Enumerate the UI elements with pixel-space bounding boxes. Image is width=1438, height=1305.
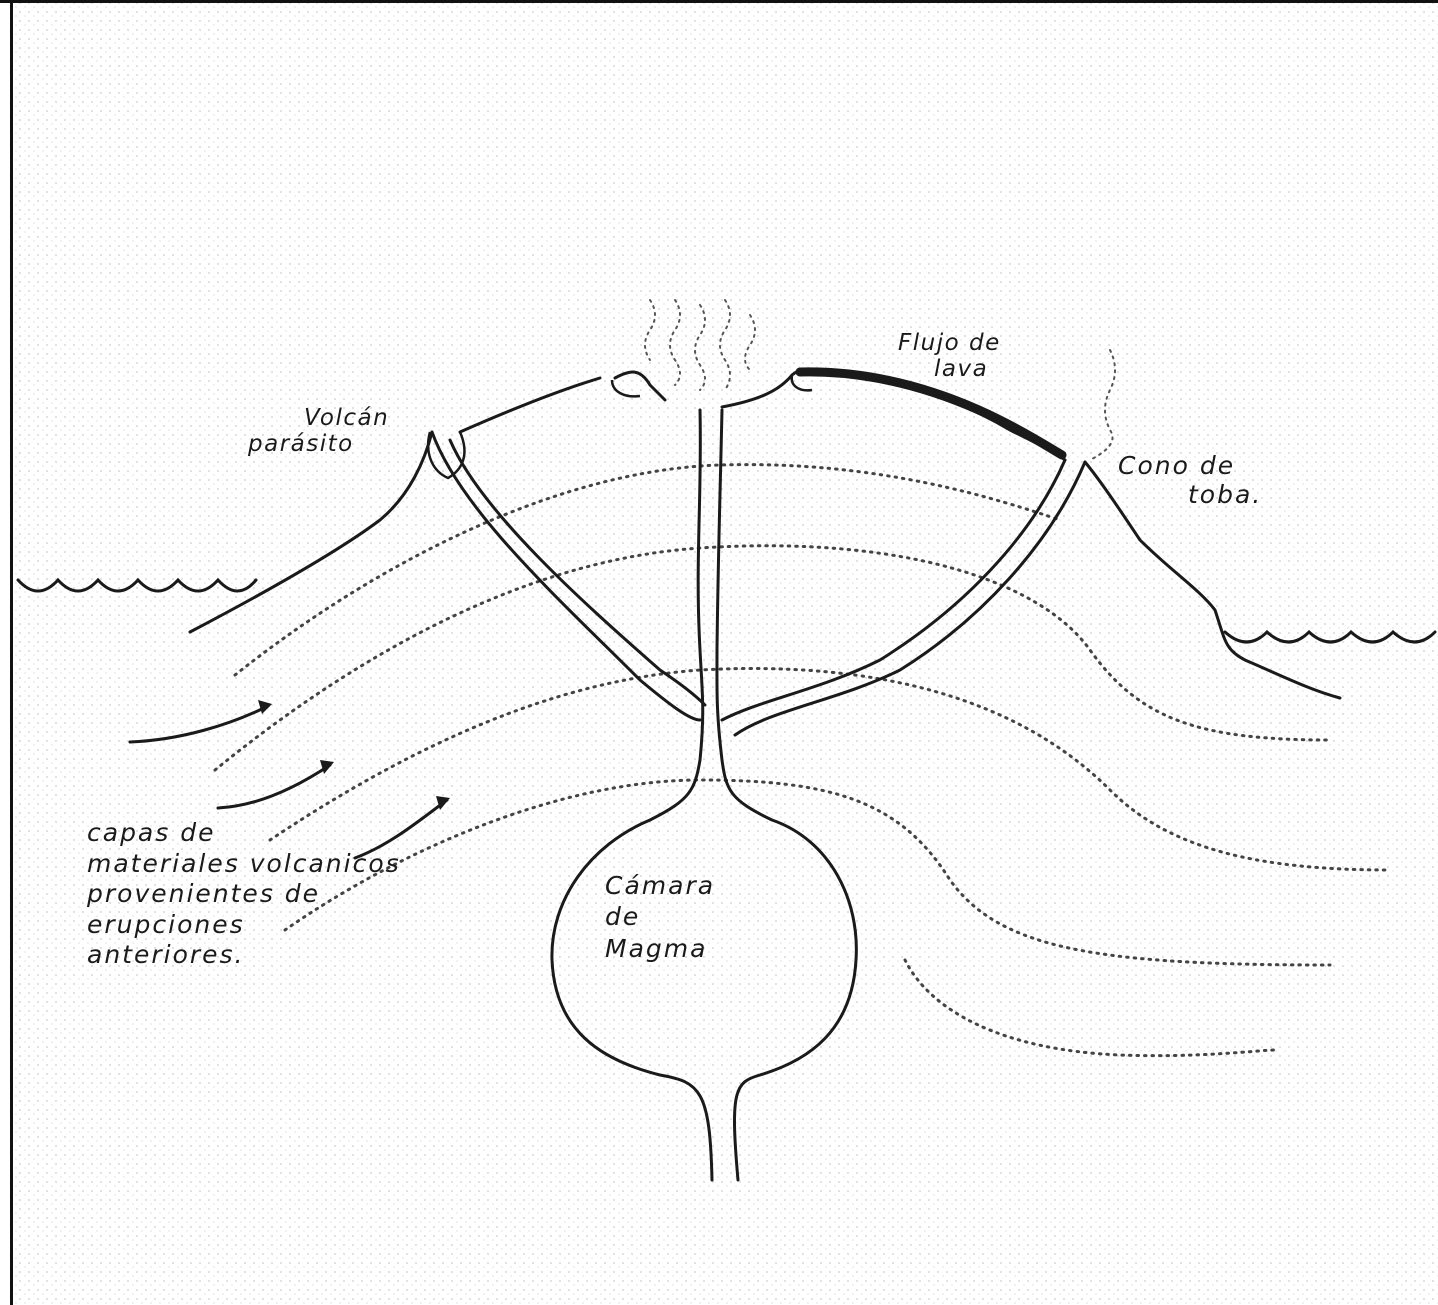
label-tuff-cone: Cono de toba. [1118,452,1262,510]
parasitic-volcano-line-1: Volcán [248,405,389,431]
magma-chamber-line-1: Cámara [605,870,715,901]
tuff-cone-line-1: Cono de [1118,452,1262,481]
label-parasitic-volcano: Volcán parásito [248,405,389,458]
magma-chamber-line-2: de [605,901,715,932]
parasitic-volcano-line-2: parásito [248,431,389,457]
paper-speckle [13,3,1438,1305]
tuff-cone-line-2: toba. [1118,481,1262,510]
volcanic-layers-line-5: anteriores. [87,940,401,971]
label-lava-flow: Flujo de lava [898,330,1001,383]
label-volcanic-layers: capas de materiales volcanicos provenien… [87,818,401,971]
volcanic-layers-line-4: erupciones [87,910,401,941]
volcanic-layers-line-2: materiales volcanicos [87,849,401,880]
lava-flow-line-2: lava [898,356,1001,382]
magma-chamber-line-3: Magma [605,933,715,964]
volcanic-layers-line-1: capas de [87,818,401,849]
lava-flow-line-1: Flujo de [898,330,1001,356]
label-magma-chamber: Cámara de Magma [605,870,715,964]
volcanic-layers-line-3: provenientes de [87,879,401,910]
